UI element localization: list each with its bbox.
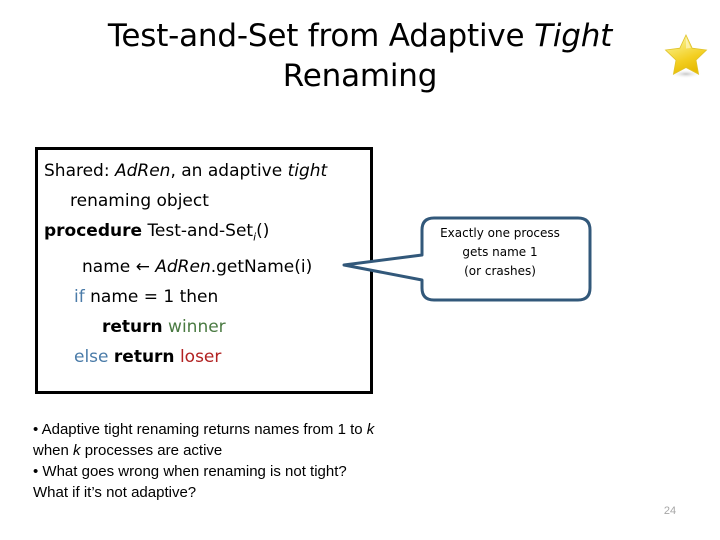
bullet-item-1-line-1: • Adaptive tight renaming returns names …	[33, 419, 553, 440]
bullet-1-text-a: • Adaptive tight renaming returns names …	[33, 421, 367, 438]
code-line-shared: Shared: AdRen, an adaptive tight	[44, 156, 366, 186]
code-text-getname-call: .getName(i)	[210, 257, 313, 278]
bullet-list: • Adaptive tight renaming returns names …	[33, 419, 553, 503]
code-value-loser: loser	[179, 347, 222, 368]
code-line-procedure: procedure Test-and-Seti()	[44, 216, 366, 252]
bullet-1-var-k-2: k	[73, 442, 81, 459]
code-text-shared-label: Shared:	[44, 161, 115, 181]
page-title: Test-and-Set from Adaptive Tight Renamin…	[0, 16, 720, 96]
page-number: 24	[663, 505, 677, 517]
title-text-part2: Renaming	[282, 58, 438, 94]
bullet-1-text-c: processes are active	[80, 442, 223, 459]
code-line-getname: name ← AdRen.getName(i)	[44, 252, 366, 282]
callout-balloon: Exactly one process gets name 1 (or cras…	[340, 212, 598, 304]
code-text-if-condition: name = 1 then	[84, 287, 219, 308]
code-line-if: if name = 1 then	[44, 282, 366, 312]
gold-star-icon	[663, 33, 711, 79]
code-keyword-return-1: return	[102, 317, 163, 338]
code-line-renaming-object: renaming object	[70, 191, 209, 211]
callout-text: Exactly one process gets name 1 (or cras…	[410, 224, 590, 281]
code-line-return-winner: return winner	[44, 312, 366, 342]
code-keyword-else: else	[74, 347, 109, 368]
bullet-item-2-line-2: What if it’s not adaptive?	[33, 484, 197, 501]
bullet-1-text-b: when	[33, 442, 74, 459]
code-value-winner: winner	[168, 317, 226, 338]
code-text-name-assign: name ←	[82, 257, 156, 278]
code-text-tight: tight	[287, 161, 328, 181]
bullet-item-2-line-1: • What goes wrong when renaming is not t…	[33, 463, 347, 480]
code-text-shared-mid: , an adaptive	[170, 161, 288, 181]
title-text-part1: Test-and-Set from Adaptive	[107, 18, 535, 54]
code-keyword-return-2: return	[113, 347, 175, 368]
code-text-proc-name: Test-and-Set	[147, 221, 254, 241]
callout-shape-svg	[342, 216, 592, 302]
code-keyword-if: if	[74, 287, 85, 308]
title-text-italic: Tight	[534, 18, 613, 54]
bullet-item-1-line-2: when k processes are active	[33, 440, 553, 461]
code-text-adren-1: AdRen	[114, 161, 171, 181]
bullet-1-var-k-1: k	[366, 421, 375, 438]
code-text-adren-2: AdRen	[155, 257, 211, 278]
code-line-else-return-loser: else return loser	[44, 342, 366, 372]
callout-line-1: Exactly one process	[440, 226, 560, 240]
code-keyword-procedure: procedure	[44, 221, 143, 241]
callout-line-3: (or crashes)	[464, 264, 536, 278]
pseudocode-box: Shared: AdRen, an adaptive tight renamin…	[35, 147, 373, 394]
code-text-proc-subscript: i	[253, 230, 257, 244]
callout-line-2: gets name 1	[462, 245, 538, 259]
code-text-proc-parens: ()	[256, 221, 270, 241]
